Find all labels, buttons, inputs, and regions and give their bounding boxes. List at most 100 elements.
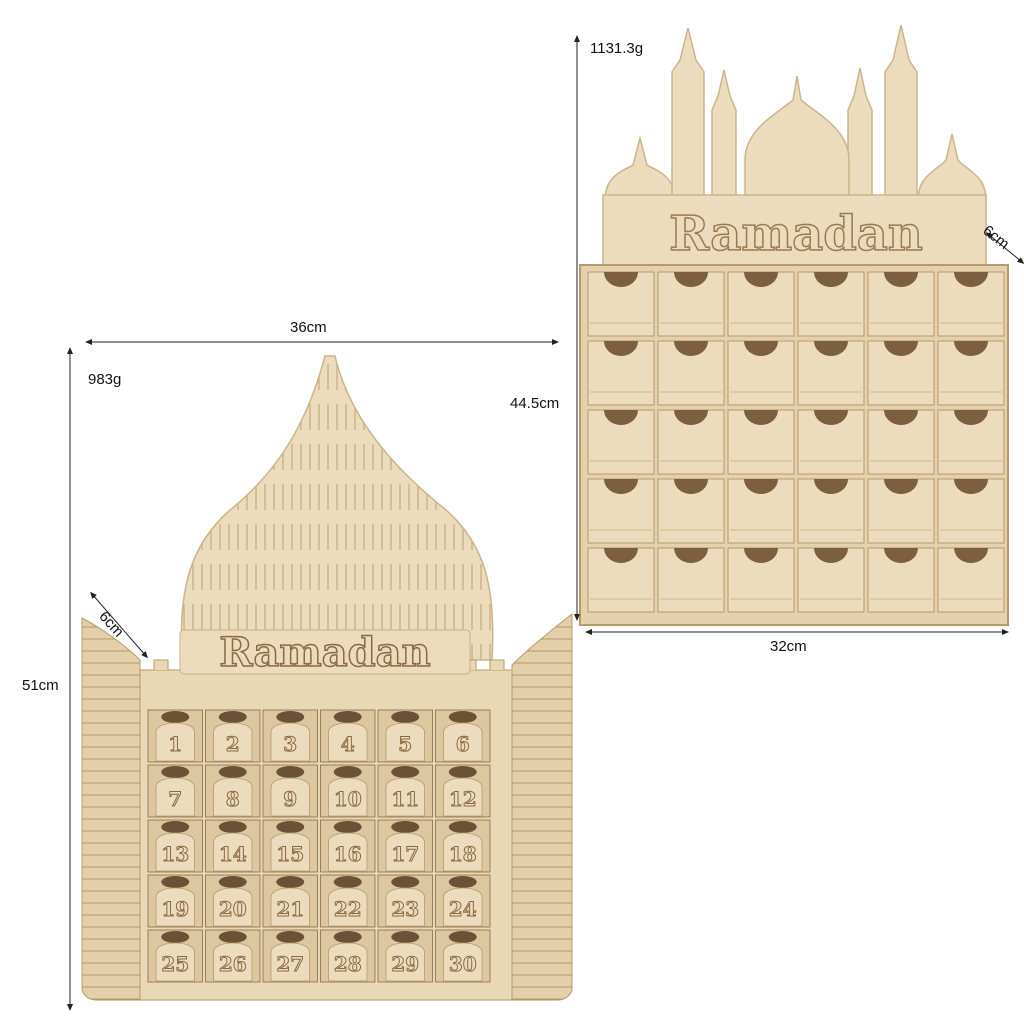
drawer[interactable]: 17 <box>377 819 433 873</box>
drawer[interactable]: 6 <box>435 709 491 763</box>
drawer[interactable] <box>587 547 655 613</box>
left-height-label: 51cm <box>22 677 59 694</box>
dimension-lines <box>67 35 1024 1011</box>
drawer[interactable]: 10 <box>320 764 376 818</box>
drawer[interactable] <box>657 340 725 406</box>
drawer[interactable] <box>867 547 935 613</box>
drawer-number: 18 <box>449 842 477 866</box>
drawer[interactable] <box>937 409 1005 475</box>
drawer[interactable]: 7 <box>147 764 203 818</box>
left-weight-label: 983g <box>88 371 122 388</box>
drawer[interactable] <box>937 478 1005 544</box>
drawer[interactable]: 1 <box>147 709 203 763</box>
left-width-label: 36cm <box>290 319 327 336</box>
drawer[interactable] <box>797 409 865 475</box>
drawer[interactable]: 24 <box>435 874 491 928</box>
drawer-number: 19 <box>161 897 189 921</box>
drawer-number: 5 <box>398 732 412 756</box>
drawer[interactable]: 16 <box>320 819 376 873</box>
drawer-number: 25 <box>161 952 189 976</box>
drawer[interactable] <box>867 271 935 337</box>
drawer-number: 10 <box>334 787 362 811</box>
drawer-number: 8 <box>226 787 240 811</box>
drawer[interactable] <box>727 409 795 475</box>
drawer-number: 24 <box>449 897 477 921</box>
drawer[interactable] <box>867 340 935 406</box>
drawer[interactable] <box>657 271 725 337</box>
drawer[interactable]: 26 <box>205 929 261 983</box>
drawer[interactable]: 18 <box>435 819 491 873</box>
drawer[interactable] <box>587 271 655 337</box>
drawer[interactable] <box>937 547 1005 613</box>
drawer[interactable] <box>657 547 725 613</box>
left-column-left <box>81 617 141 1001</box>
drawer-number: 30 <box>449 952 477 976</box>
drawer-number: 1 <box>168 732 182 756</box>
drawer[interactable]: 2 <box>205 709 261 763</box>
left-sign-text: Ramadan <box>219 629 430 676</box>
drawer[interactable]: 30 <box>435 929 491 983</box>
drawer-number: 17 <box>391 842 419 866</box>
drawer[interactable] <box>727 271 795 337</box>
drawer[interactable]: 11 <box>377 764 433 818</box>
drawer[interactable] <box>797 340 865 406</box>
drawer[interactable]: 23 <box>377 874 433 928</box>
drawer[interactable]: 3 <box>262 709 318 763</box>
drawer[interactable]: 21 <box>262 874 318 928</box>
right-sign-text: Ramadan <box>669 206 923 262</box>
drawer-number: 9 <box>283 787 297 811</box>
drawer[interactable] <box>657 478 725 544</box>
drawer[interactable] <box>867 409 935 475</box>
drawer-number: 7 <box>168 787 182 811</box>
drawer[interactable]: 22 <box>320 874 376 928</box>
drawer[interactable] <box>587 409 655 475</box>
drawer-number: 29 <box>391 952 419 976</box>
drawer-number: 16 <box>334 842 362 866</box>
drawer-number: 15 <box>276 842 304 866</box>
drawer-number: 27 <box>276 952 304 976</box>
drawer-number: 13 <box>161 842 189 866</box>
drawer[interactable] <box>797 271 865 337</box>
drawer-number: 11 <box>391 787 419 811</box>
drawer-number: 14 <box>219 842 247 866</box>
drawer[interactable]: 25 <box>147 929 203 983</box>
drawer[interactable]: 28 <box>320 929 376 983</box>
drawer[interactable]: 13 <box>147 819 203 873</box>
drawer[interactable]: 9 <box>262 764 318 818</box>
drawer[interactable] <box>727 547 795 613</box>
right-drawer-grid <box>587 271 1005 613</box>
drawer-number: 26 <box>219 952 247 976</box>
drawer[interactable]: 8 <box>205 764 261 818</box>
drawer[interactable]: 27 <box>262 929 318 983</box>
drawer-number: 12 <box>449 787 477 811</box>
drawer[interactable] <box>587 340 655 406</box>
drawer[interactable] <box>937 340 1005 406</box>
drawer[interactable] <box>587 478 655 544</box>
drawer[interactable]: 4 <box>320 709 376 763</box>
right-height-label: 44.5cm <box>510 395 560 412</box>
right-calendar: Ramadan <box>579 24 1009 626</box>
drawer[interactable]: 15 <box>262 819 318 873</box>
drawer[interactable] <box>727 478 795 544</box>
drawer[interactable] <box>797 478 865 544</box>
drawer[interactable] <box>657 409 725 475</box>
drawer[interactable]: 19 <box>147 874 203 928</box>
left-dome <box>180 355 494 661</box>
drawer[interactable]: 29 <box>377 929 433 983</box>
drawer[interactable] <box>867 478 935 544</box>
right-weight-label: 1131.3g <box>590 40 644 57</box>
drawer-number: 21 <box>276 897 304 921</box>
drawer[interactable]: 14 <box>205 819 261 873</box>
drawer-number: 20 <box>219 897 247 921</box>
left-column-right <box>511 612 573 1001</box>
drawer[interactable]: 20 <box>205 874 261 928</box>
drawer-number: 6 <box>456 732 470 756</box>
drawer[interactable] <box>727 340 795 406</box>
drawer[interactable] <box>797 547 865 613</box>
drawer[interactable]: 12 <box>435 764 491 818</box>
drawer[interactable] <box>937 271 1005 337</box>
drawer[interactable]: 5 <box>377 709 433 763</box>
